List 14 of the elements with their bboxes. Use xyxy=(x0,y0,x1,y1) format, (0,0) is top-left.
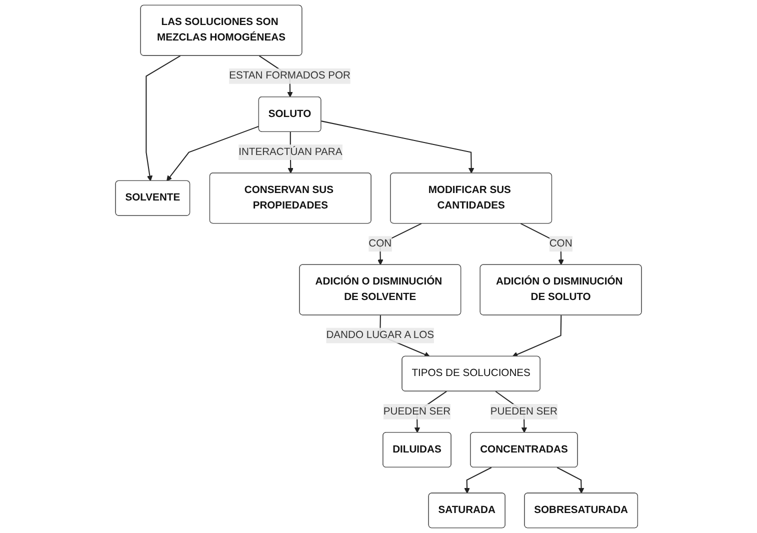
arrow xyxy=(146,55,181,182)
arrow xyxy=(512,315,562,358)
arrow xyxy=(378,223,422,266)
arrow xyxy=(321,120,474,174)
arrow xyxy=(166,126,260,182)
edge-label: CON xyxy=(549,238,572,250)
edge-label: CON xyxy=(368,238,392,250)
edge-label: INTERACTÚAN PARA xyxy=(238,146,342,158)
edge-label: DANDO LUGAR A LOS xyxy=(326,330,434,341)
edge-label: ESTAN FORMADOS POR xyxy=(229,70,350,82)
arrow xyxy=(464,467,492,494)
arrow xyxy=(556,467,584,494)
edge-label: PUEDEN SER xyxy=(490,406,558,417)
edge-label: PUEDEN SER xyxy=(383,406,451,417)
